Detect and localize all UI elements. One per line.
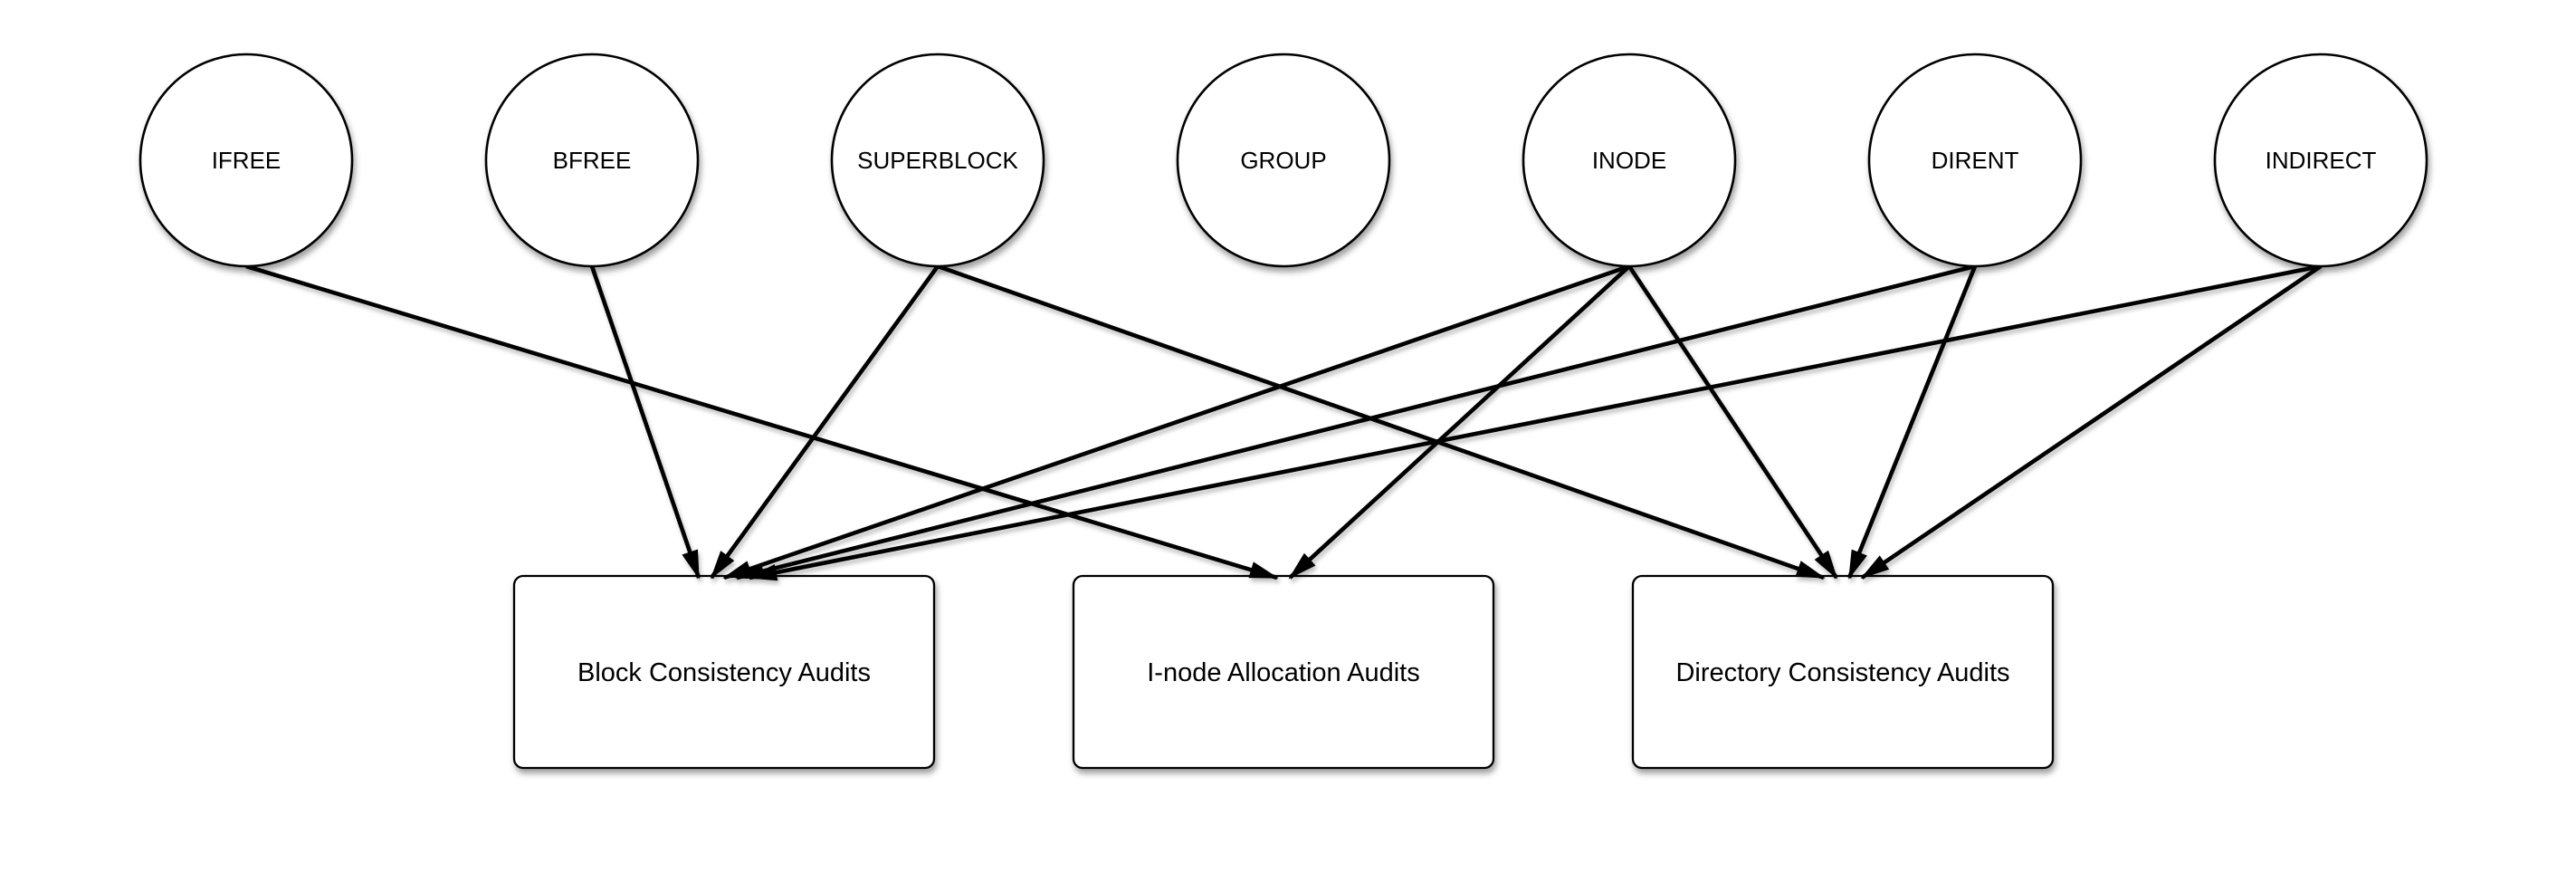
- box-label: I-node Allocation Audits: [1147, 658, 1419, 687]
- edge-dirent-to-block-audits: [735, 264, 1976, 580]
- node-circle: [1522, 53, 1737, 268]
- edge-superblock-to-directory-audits: [937, 264, 1826, 580]
- edge-superblock-to-block-audits: [710, 264, 940, 580]
- box-block-audits: Block Consistency Audits: [512, 574, 936, 770]
- node-inode: INODE: [1522, 53, 1737, 268]
- node-bfree: BFREE: [484, 53, 700, 268]
- edge-inode-to-inode-alloc-audits: [1288, 264, 1631, 580]
- node-circle: [484, 53, 700, 268]
- edge-inode-to-block-audits: [722, 264, 1630, 580]
- node-circle: [830, 53, 1045, 268]
- node-label: IFREE: [212, 147, 281, 174]
- node-dirent: DIRENT: [1867, 53, 2083, 268]
- box-directory-audits: Directory Consistency Audits: [1631, 574, 2055, 770]
- edge-inode-to-directory-audits: [1627, 264, 1838, 580]
- box-label: Block Consistency Audits: [577, 658, 871, 687]
- node-label: BFREE: [553, 147, 632, 174]
- node-label: GROUP: [1240, 147, 1326, 174]
- edge-bfree-to-block-audits: [589, 265, 701, 580]
- node-superblock: SUPERBLOCK: [830, 53, 1045, 268]
- edge-indirect-to-directory-audits: [1860, 264, 2323, 580]
- edge-dirent-to-directory-audits: [1846, 265, 1978, 580]
- box-label: Directory Consistency Audits: [1675, 658, 2009, 687]
- box-shape: [1631, 574, 2055, 770]
- edge-indirect-to-block-audits: [748, 264, 2322, 581]
- node-label: DIRENT: [1932, 147, 2019, 174]
- node-circle: [138, 53, 354, 268]
- edge-ifree-to-inode-alloc-audits: [245, 264, 1279, 580]
- node-group: GROUP: [1176, 53, 1391, 268]
- box-inode-alloc-audits: I-node Allocation Audits: [1072, 574, 1495, 770]
- node-ifree: IFREE: [138, 53, 354, 268]
- node-circle: [1867, 53, 2083, 268]
- box-shape: [1072, 574, 1495, 770]
- node-label: INDIRECT: [2266, 147, 2377, 174]
- node-label: SUPERBLOCK: [857, 147, 1018, 174]
- node-circle: [1176, 53, 1391, 268]
- node-label: INODE: [1592, 147, 1666, 174]
- node-indirect: INDIRECT: [2213, 53, 2428, 268]
- node-circle: [2213, 53, 2428, 268]
